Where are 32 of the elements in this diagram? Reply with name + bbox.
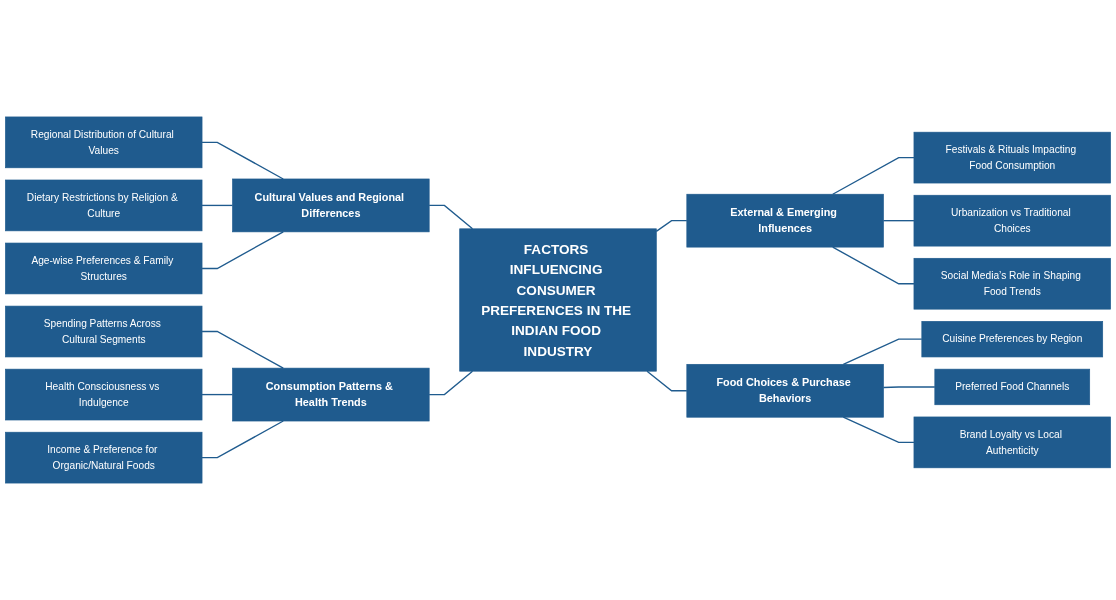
node-box: Cuisine Preferences by Region — [921, 321, 1104, 358]
node-box: Consumption Patterns & Health Trends — [232, 367, 430, 422]
connector — [428, 204, 474, 230]
node-box: Brand Loyalty vs Local Authenticity — [913, 416, 1111, 469]
node-box: Regional Distribution of Cultural Values — [5, 116, 203, 169]
node-box: Preferred Food Channels — [934, 368, 1091, 406]
node-box: FACTORS INFLUENCING CONSUMER PREFERENCES IN THE INDIAN FOOD INDUSTRY — [459, 228, 657, 372]
connector — [832, 246, 915, 285]
connector — [201, 231, 284, 270]
connector — [646, 370, 688, 392]
node-box: Food Choices & Purchase Behaviors — [686, 364, 884, 418]
connector — [882, 220, 915, 222]
node-box: Dietary Restrictions by Religion & Culture — [5, 179, 203, 232]
node-box: External & Emerging Influences — [686, 193, 884, 248]
connector — [201, 393, 234, 396]
node-box: Social Media’s Role in Shaping Food Trends — [913, 257, 1111, 310]
connector — [882, 386, 936, 389]
connector — [201, 141, 284, 180]
connector — [655, 220, 688, 232]
node-box: Urbanization vs Traditional Choices — [913, 194, 1111, 247]
node-box: Income & Preference for Organic/Natural Foods — [5, 431, 203, 484]
connector — [201, 420, 284, 459]
node-box: Age-wise Preferences & Family Structures — [5, 242, 203, 295]
node-box: Spending Patterns Across Cultural Segments — [5, 305, 203, 358]
connector — [832, 156, 915, 195]
node-box: Festivals & Rituals Impacting Food Consumption — [913, 131, 1111, 184]
connector — [201, 330, 284, 369]
connector — [842, 338, 923, 365]
connector — [428, 370, 474, 396]
node-box: Health Consciousness vs Indulgence — [5, 368, 203, 421]
node-box: Cultural Values and Regional Differences — [232, 178, 430, 233]
connector — [201, 204, 234, 207]
